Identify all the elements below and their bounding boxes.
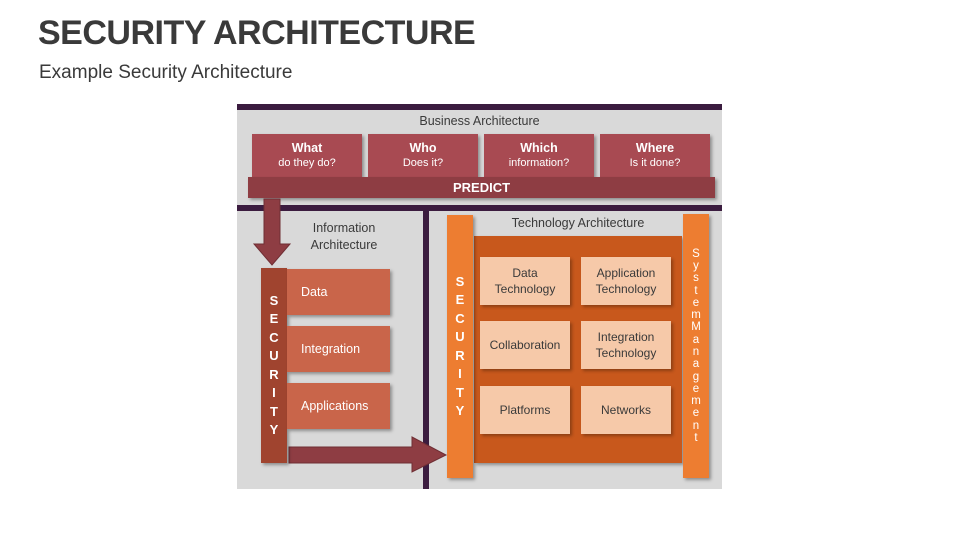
question-subtitle: Is it done? — [629, 157, 681, 169]
information-label-line2: Architecture — [310, 238, 378, 252]
stacked-letter: U — [269, 348, 279, 363]
tech-box-collaboration: Collaboration — [480, 321, 570, 369]
info-item-integration: Integration — [287, 326, 390, 372]
information-architecture-label: Information Architecture — [290, 220, 398, 254]
stacked-letter: n — [692, 346, 700, 358]
question-subtitle: Does it? — [402, 157, 444, 169]
stacked-letter: T — [270, 403, 278, 419]
info-item-applications: Applications — [287, 383, 390, 429]
question-subtitle: do they do? — [278, 157, 336, 169]
tech-box-line1: Data — [512, 266, 538, 280]
stacked-letter: e — [692, 407, 700, 420]
question-title: Which — [520, 141, 558, 155]
stacked-letter: T — [456, 384, 464, 400]
stacked-letter: e — [692, 382, 700, 395]
predict-bar: PREDICT — [248, 177, 715, 198]
tech-box-line2: Technology — [494, 282, 556, 296]
stacked-letter: s — [693, 272, 699, 285]
tech-box-networks: Networks — [581, 386, 671, 434]
stacked-letter: Y — [269, 422, 279, 437]
tech-box-line1: Networks — [600, 403, 651, 417]
stacked-letter: S — [269, 292, 279, 308]
stacked-letter: n — [692, 419, 700, 432]
stacked-letter: E — [269, 311, 279, 326]
question-box-what: What do they do? — [252, 134, 362, 177]
tech-box-line1: Platforms — [499, 403, 551, 417]
stacked-letter: U — [455, 329, 465, 344]
question-box-which: Which information? — [484, 134, 594, 177]
stacked-letter: y — [693, 259, 699, 272]
information-label-line1: Information — [312, 221, 376, 235]
stacked-letter: S — [455, 273, 465, 289]
right-arrow — [288, 436, 448, 473]
vertical-divider — [423, 211, 429, 489]
stacked-letter: S — [692, 247, 700, 260]
question-box-where: Where Is it done? — [600, 134, 710, 177]
tech-box-line2: Technology — [595, 346, 657, 360]
tech-box-line2: Technology — [595, 282, 657, 296]
stacked-letter: M — [691, 321, 701, 334]
stacked-letter: I — [458, 366, 462, 381]
question-title: What — [291, 141, 323, 155]
middle-divider — [237, 205, 722, 211]
page-subtitle: Example Security Architecture — [39, 62, 293, 83]
stacked-letter: C — [455, 310, 465, 326]
question-title: Where — [635, 141, 675, 155]
stacked-letter: g — [692, 370, 700, 383]
question-box-who: Who Does it? — [368, 134, 478, 177]
tech-box-line1: Collaboration — [489, 338, 561, 352]
page-title: SECURITY ARCHITECTURE — [38, 14, 476, 52]
stacked-letter: m — [691, 309, 701, 322]
stacked-letter: Y — [455, 403, 465, 418]
stacked-letter: a — [692, 358, 700, 371]
tech-box-line1: Integration — [597, 330, 655, 344]
down-arrow — [252, 198, 292, 266]
top-divider — [237, 104, 722, 110]
stacked-letter: t — [694, 432, 698, 445]
stacked-letter: e — [692, 296, 700, 309]
stacked-letter: m — [691, 395, 701, 408]
question-subtitle: information? — [508, 157, 570, 169]
stacked-letter: C — [269, 329, 279, 345]
tech-box-platforms: Platforms — [480, 386, 570, 434]
info-item-data: Data — [287, 269, 390, 315]
stacked-letter: R — [455, 347, 465, 363]
stacked-letter: I — [272, 385, 276, 400]
tech-box-line1: Application — [596, 266, 656, 280]
stacked-letter: E — [455, 292, 465, 307]
technology-architecture-label: Technology Architecture — [511, 216, 645, 230]
stacked-letter: R — [269, 366, 279, 382]
question-title: Who — [409, 141, 437, 155]
business-architecture-label: Business Architecture — [419, 114, 540, 128]
stacked-letter: a — [692, 333, 700, 346]
stacked-letter: t — [694, 284, 698, 297]
